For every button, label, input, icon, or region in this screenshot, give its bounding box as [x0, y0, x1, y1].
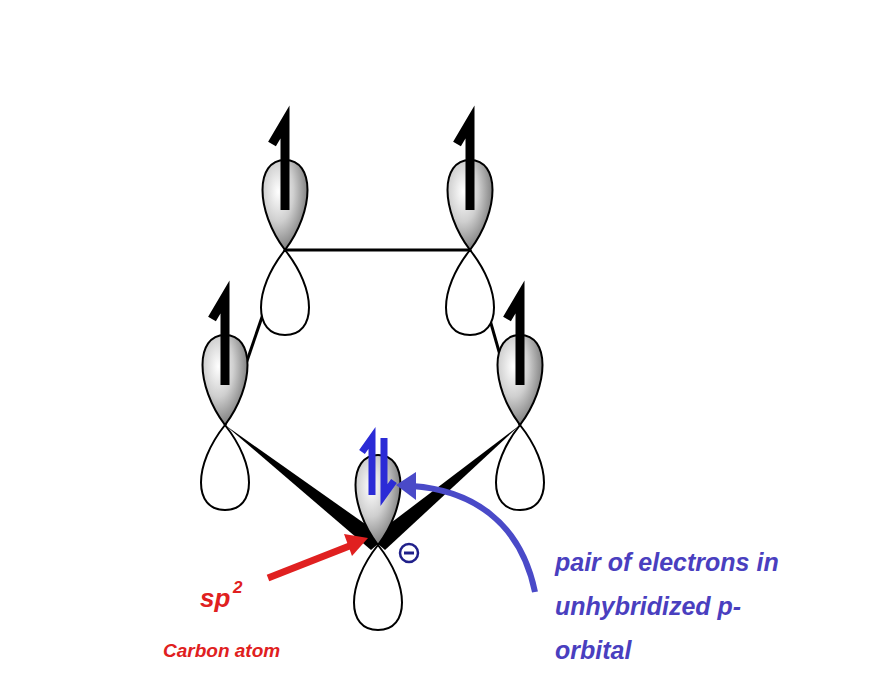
negative-charge	[400, 544, 418, 562]
hybridization-superscript: 2	[233, 578, 242, 598]
hybridization-label: sp	[200, 583, 230, 614]
single-electrons	[212, 122, 520, 385]
blue-pointer-arrow	[396, 472, 535, 592]
red-pointer-arrow	[268, 534, 368, 578]
orbital-callout: pair of electrons in unhybridized p-orbi…	[555, 540, 795, 672]
p-orbitals	[201, 160, 544, 630]
atom-label: Carbon atom	[163, 640, 280, 662]
electron-pair	[362, 438, 394, 495]
